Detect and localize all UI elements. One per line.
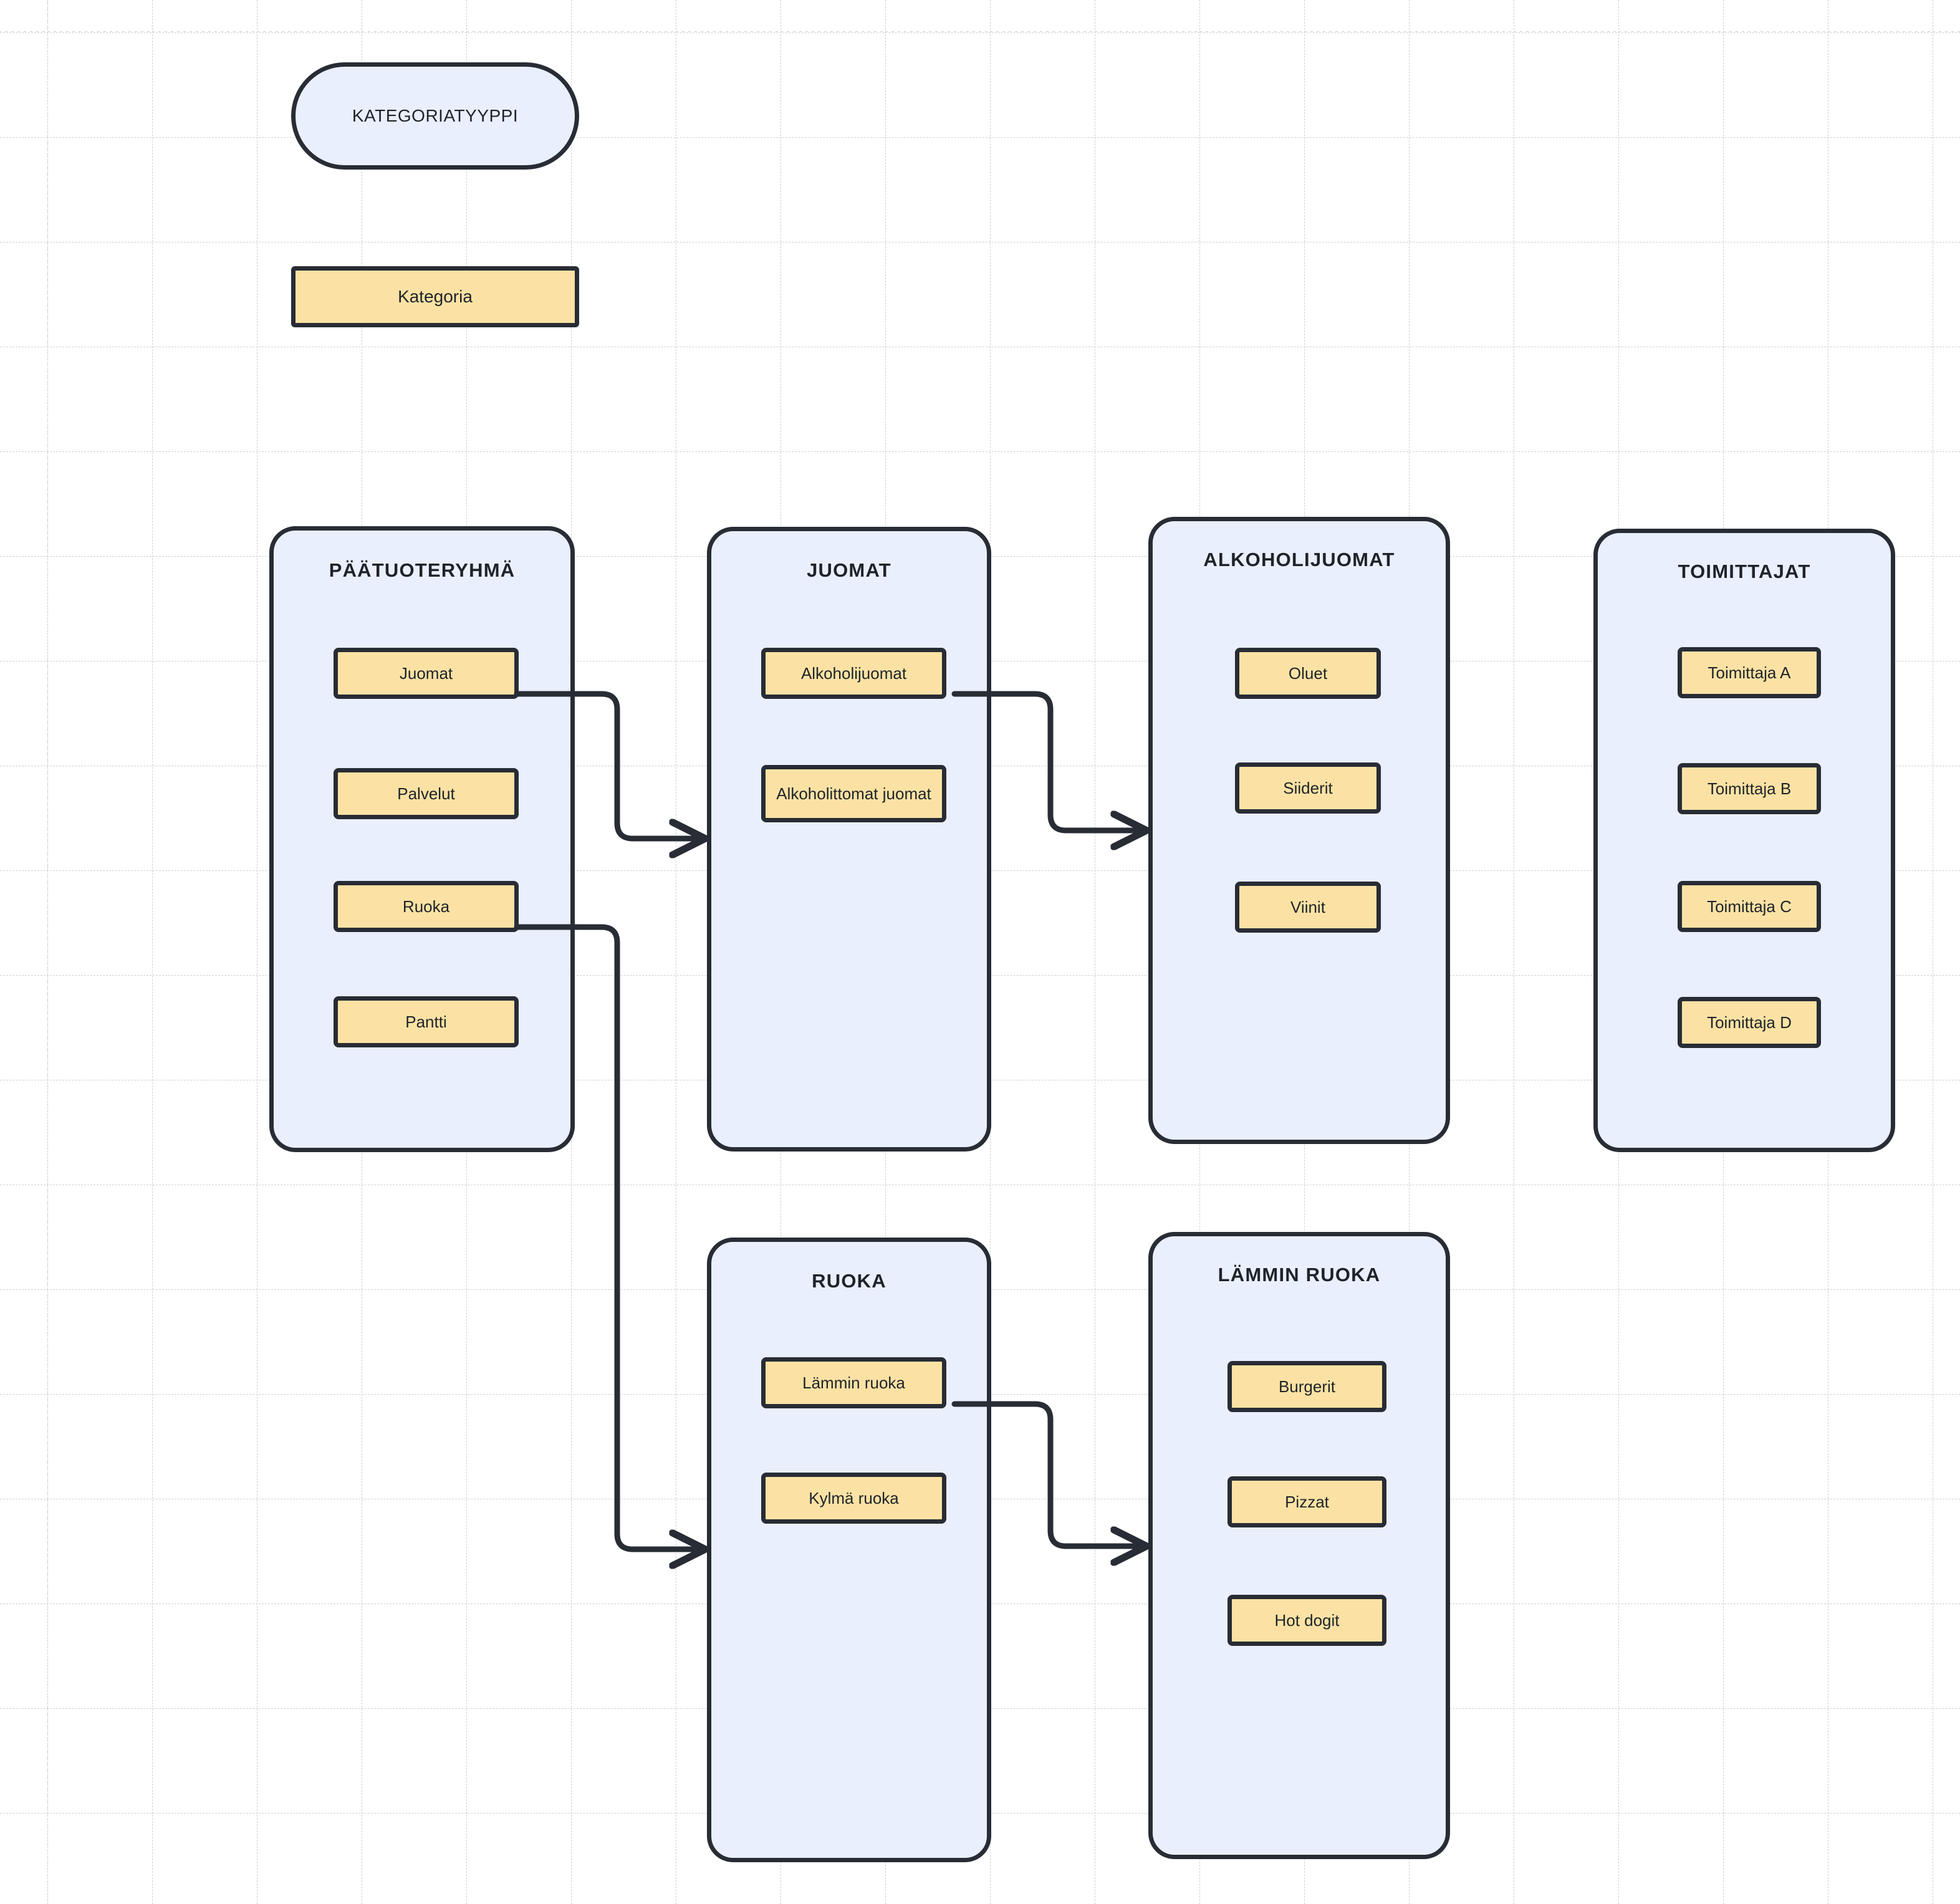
group-toimittajat[interactable]: TOIMITTAJAT Toimittaja A Toimittaja B To… — [1593, 529, 1895, 1152]
grid-hline — [0, 137, 1960, 138]
node-pizzat[interactable]: Pizzat — [1227, 1476, 1386, 1527]
grid-hline — [0, 32, 1960, 33]
node-viinit[interactable]: Viinit — [1235, 882, 1381, 933]
node-toimittaja-b[interactable]: Toimittaja B — [1678, 763, 1821, 814]
group-title-paatuoteryhma: PÄÄTUOTERYHMÄ — [329, 559, 516, 581]
group-ruoka[interactable]: RUOKA Lämmin ruoka Kylmä ruoka — [707, 1238, 991, 1862]
group-paatuoteryhma[interactable]: PÄÄTUOTERYHMÄ Juomat Palvelut Ruoka Pant… — [269, 526, 575, 1152]
group-title-toimittajat: TOIMITTAJAT — [1678, 560, 1811, 582]
grid-vline — [152, 0, 153, 1904]
node-toimittaja-d[interactable]: Toimittaja D — [1678, 997, 1821, 1048]
node-lammin-ruoka[interactable]: Lämmin ruoka — [761, 1357, 946, 1408]
node-oluet[interactable]: Oluet — [1235, 648, 1381, 699]
node-ruoka[interactable]: Ruoka — [334, 881, 519, 932]
node-burgerit[interactable]: Burgerit — [1227, 1361, 1386, 1412]
group-juomat[interactable]: JUOMAT Alkoholijuomat Alkoholittomat juo… — [707, 527, 991, 1152]
node-toimittaja-c[interactable]: Toimittaja C — [1678, 881, 1821, 932]
node-pantti[interactable]: Pantti — [334, 996, 519, 1047]
node-siiderit[interactable]: Siiderit — [1235, 762, 1381, 814]
node-toimittaja-a[interactable]: Toimittaja A — [1678, 647, 1821, 698]
grid-hline — [0, 242, 1960, 243]
node-hot-dogit[interactable]: Hot dogit — [1227, 1595, 1386, 1646]
node-juomat[interactable]: Juomat — [334, 648, 519, 699]
grid-hline — [0, 451, 1960, 452]
node-kylma-ruoka[interactable]: Kylmä ruoka — [761, 1473, 946, 1524]
node-alkoholittomat-juomat[interactable]: Alkoholittomat juomat — [761, 765, 946, 822]
legend-category-shape: Kategoria — [291, 266, 579, 327]
group-title-juomat: JUOMAT — [807, 559, 891, 581]
node-alkoholijuomat[interactable]: Alkoholijuomat — [761, 648, 946, 699]
node-palvelut[interactable]: Palvelut — [334, 768, 519, 819]
grid-vline — [47, 0, 48, 1904]
group-alkoholijuomat[interactable]: ALKOHOLIJUOMAT Oluet Siiderit Viinit — [1148, 517, 1450, 1144]
group-title-alkoholijuomat: ALKOHOLIJUOMAT — [1203, 549, 1395, 570]
group-title-ruoka: RUOKA — [812, 1270, 886, 1292]
legend-category-type-shape: KATEGORIATYYPPI — [291, 62, 579, 170]
group-title-lammin-ruoka: LÄMMIN RUOKA — [1218, 1264, 1381, 1286]
group-lammin-ruoka[interactable]: LÄMMIN RUOKA Burgerit Pizzat Hot dogit — [1148, 1232, 1450, 1859]
